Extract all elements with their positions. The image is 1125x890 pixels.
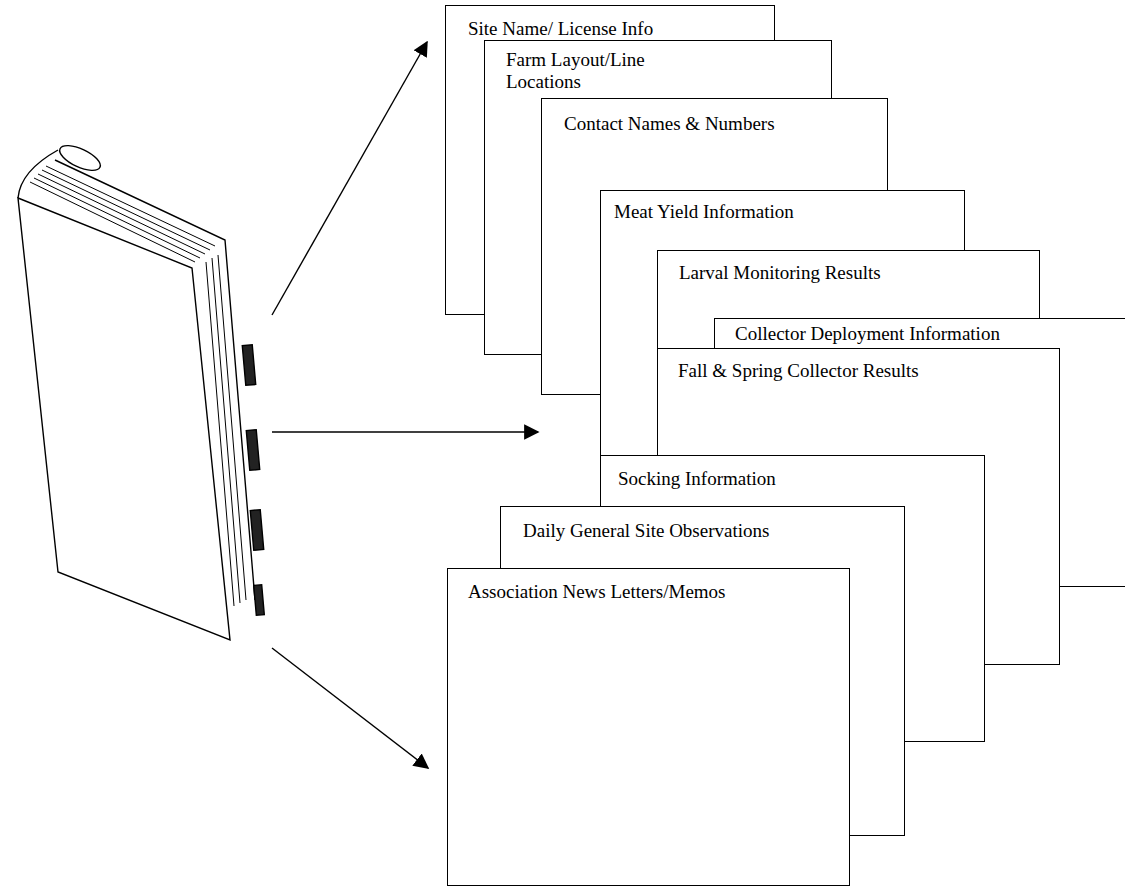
section-tab-label: Contact Names & Numbers bbox=[564, 113, 884, 135]
binder bbox=[18, 141, 264, 640]
binder-section-page: Association News Letters/Memos bbox=[447, 568, 850, 886]
section-tab-label: Daily General Site Observations bbox=[523, 520, 898, 542]
section-tab-label: Larval Monitoring Results bbox=[679, 262, 1034, 284]
section-tab-label: Socking Information bbox=[618, 468, 978, 490]
section-tab-label: Meat Yield Information bbox=[614, 201, 954, 223]
section-tab-label: Fall & Spring Collector Results bbox=[678, 360, 1053, 382]
section-tab-label: Collector Deployment Information bbox=[735, 323, 1125, 345]
section-tab-label: Farm Layout/Line Locations bbox=[506, 49, 676, 93]
section-tab-label: Site Name/ License Info bbox=[468, 18, 768, 40]
section-tab-label: Association News Letters/Memos bbox=[468, 581, 843, 603]
